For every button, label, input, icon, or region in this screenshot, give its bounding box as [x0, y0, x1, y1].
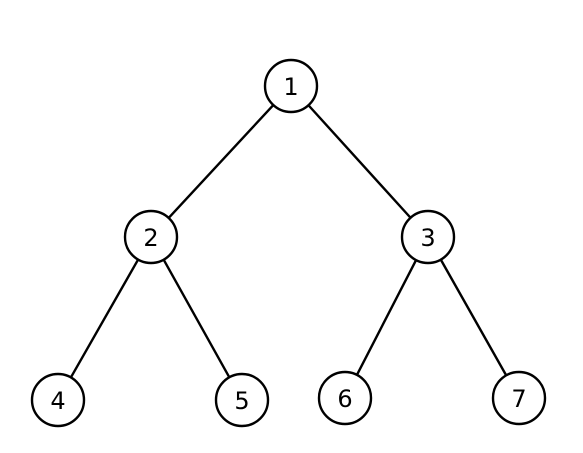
node-circle-7 [491, 370, 547, 426]
node-circle-2 [123, 209, 179, 265]
edge-1-2 [167, 103, 275, 220]
node-label-2: 2 [143, 224, 158, 252]
node-label-7: 7 [511, 385, 526, 413]
node-circle-3 [400, 209, 456, 265]
node-circle-5 [214, 372, 270, 428]
tree-node-2: 2 [123, 209, 179, 265]
node-label-3: 3 [420, 224, 435, 252]
node-circle-6 [317, 370, 373, 426]
edge-3-7 [439, 258, 508, 377]
tree-node-5: 5 [214, 372, 270, 428]
edge-2-4 [69, 258, 140, 379]
tree-node-3: 3 [400, 209, 456, 265]
node-label-5: 5 [234, 387, 249, 415]
edge-3-6 [355, 258, 418, 377]
tree-node-4: 4 [30, 372, 86, 428]
tree-node-7: 7 [491, 370, 547, 426]
node-label-6: 6 [337, 385, 352, 413]
node-label-4: 4 [50, 387, 65, 415]
edges-layer [69, 103, 508, 379]
edge-1-3 [307, 104, 412, 219]
tree-node-6: 6 [317, 370, 373, 426]
node-circle-1 [263, 58, 319, 114]
tree-node-1: 1 [263, 58, 319, 114]
node-circle-4 [30, 372, 86, 428]
edge-2-5 [162, 258, 231, 379]
nodes-layer: 1 2 3 4 5 6 7 [30, 58, 547, 428]
node-label-1: 1 [283, 73, 298, 101]
